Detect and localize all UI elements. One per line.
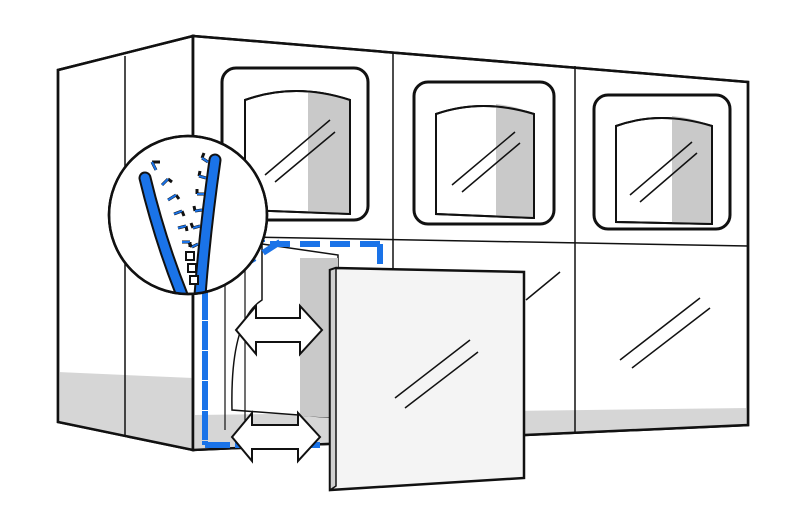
double-arrow-icon <box>234 303 324 357</box>
double-arrow-icon <box>230 410 322 464</box>
upper-window-3 <box>592 93 732 231</box>
zipper-seal-detail-icon <box>107 134 269 296</box>
lower-window-right <box>619 297 711 369</box>
gasket-outline-left <box>202 239 282 445</box>
upper-window-2 <box>412 80 556 226</box>
lower-window-middle <box>525 271 561 301</box>
removed-panel <box>328 266 526 492</box>
